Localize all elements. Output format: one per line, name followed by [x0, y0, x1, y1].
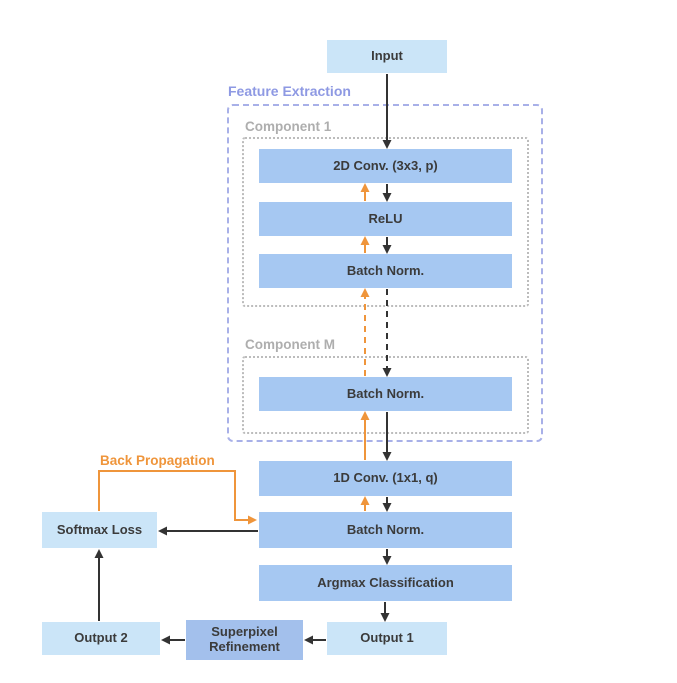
- node-batch-norm-1: Batch Norm.: [259, 254, 512, 288]
- feature-extraction-label: Feature Extraction: [228, 83, 351, 99]
- node-relu: ReLU: [259, 202, 512, 236]
- node-softmax-loss: Softmax Loss: [42, 512, 157, 548]
- node-superpixel-refinement: Superpixel Refinement: [186, 620, 303, 660]
- back-propagation-label: Back Propagation: [100, 453, 215, 468]
- node-1d-conv: 1D Conv. (1x1, q): [259, 461, 512, 496]
- component-1-label: Component 1: [245, 119, 332, 134]
- node-output-2: Output 2: [42, 622, 160, 655]
- node-argmax-classification: Argmax Classification: [259, 565, 512, 601]
- node-batch-norm-m: Batch Norm.: [259, 377, 512, 411]
- feature-extraction-container: [227, 104, 543, 442]
- component-1-container: [242, 137, 529, 307]
- node-input: Input: [327, 40, 447, 73]
- component-m-label: Component M: [245, 337, 335, 352]
- node-output-1: Output 1: [327, 622, 447, 655]
- component-m-container: [242, 356, 529, 434]
- node-batch-norm-out: Batch Norm.: [259, 512, 512, 548]
- node-2d-conv: 2D Conv. (3x3, p): [259, 149, 512, 183]
